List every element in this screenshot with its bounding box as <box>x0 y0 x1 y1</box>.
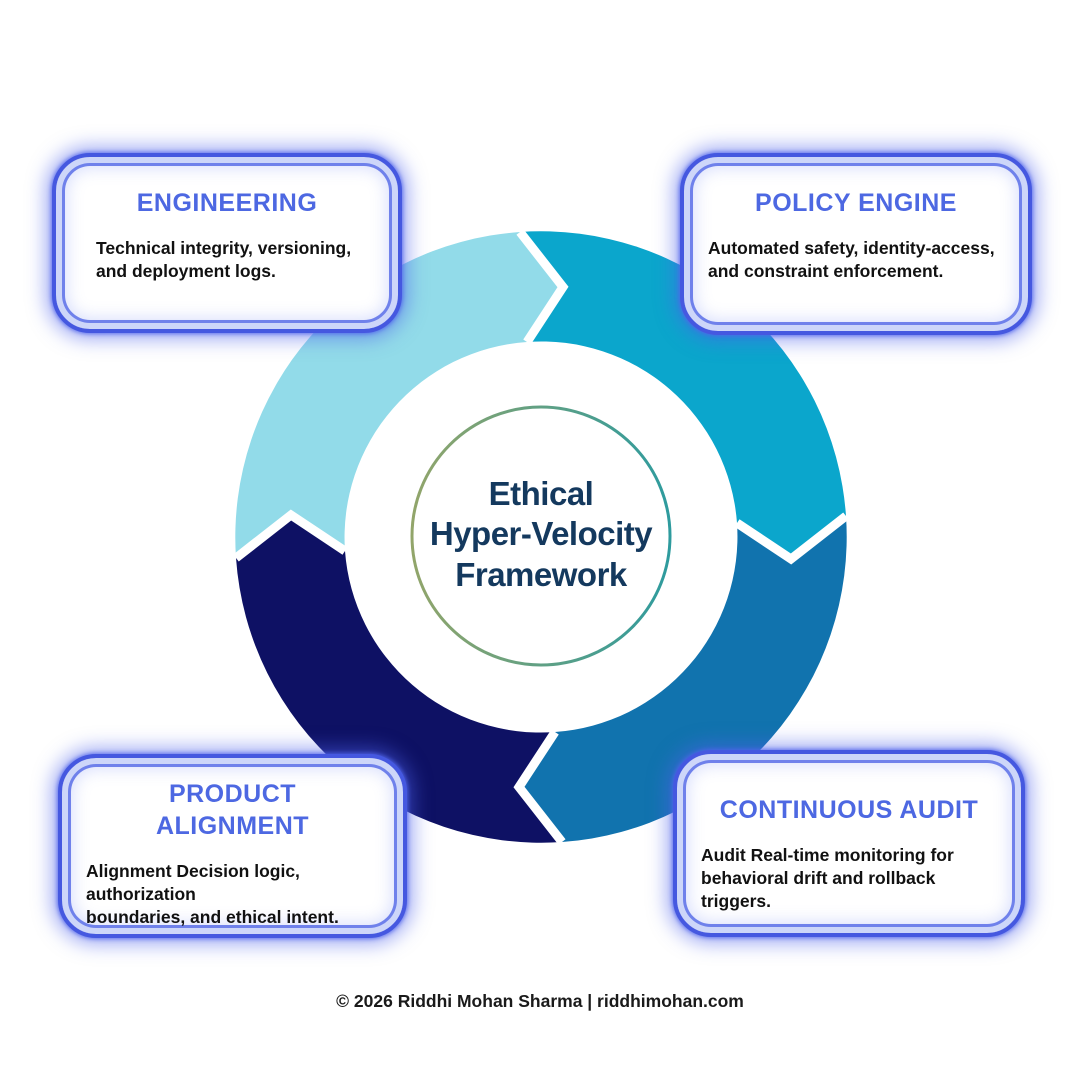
product-alignment-card-title: PRODUCT ALIGNMENT <box>155 780 310 840</box>
product-alignment-card-body: Alignment Decision logic, authorization … <box>86 861 339 928</box>
ring-segment-continuous-audit <box>519 516 847 842</box>
continuous-audit-card-title: CONTINUOUS AUDIT <box>719 796 979 824</box>
product-alignment-card: PRODUCT ALIGNMENT Alignment Decision log… <box>58 754 407 938</box>
policy-engine-card: POLICY ENGINE Automated safety, identity… <box>680 153 1032 335</box>
policy-engine-card-body: Automated safety, identity-access, and c… <box>708 238 995 282</box>
chevron-gap-left <box>233 509 348 562</box>
continuous-audit-card-body: Audit Real-time monitoring for behaviora… <box>701 845 954 912</box>
engineering-card: ENGINEERING Technical integrity, version… <box>52 153 402 333</box>
ring-segment-policy-engine <box>520 231 846 560</box>
center-circle <box>410 405 672 667</box>
continuous-audit-card: CONTINUOUS AUDIT Audit Real-time monitor… <box>673 750 1025 937</box>
policy-engine-card-title: POLICY ENGINE <box>755 189 957 217</box>
copyright-footer: © 2026 Riddhi Mohan Sharma | riddhimohan… <box>336 991 744 1011</box>
chevron-gap-bottom <box>513 729 566 845</box>
engineering-card-body: Technical integrity, versioning, and dep… <box>96 238 352 282</box>
chevron-gap-top <box>516 229 569 345</box>
ring-segment-product-alignment <box>236 515 562 843</box>
framework-title: Ethical Hyper-Velocity Framework <box>429 475 653 593</box>
engineering-card-title: ENGINEERING <box>136 189 318 217</box>
ring-segment-engineering <box>235 232 563 558</box>
chevron-gap-right <box>734 512 849 565</box>
